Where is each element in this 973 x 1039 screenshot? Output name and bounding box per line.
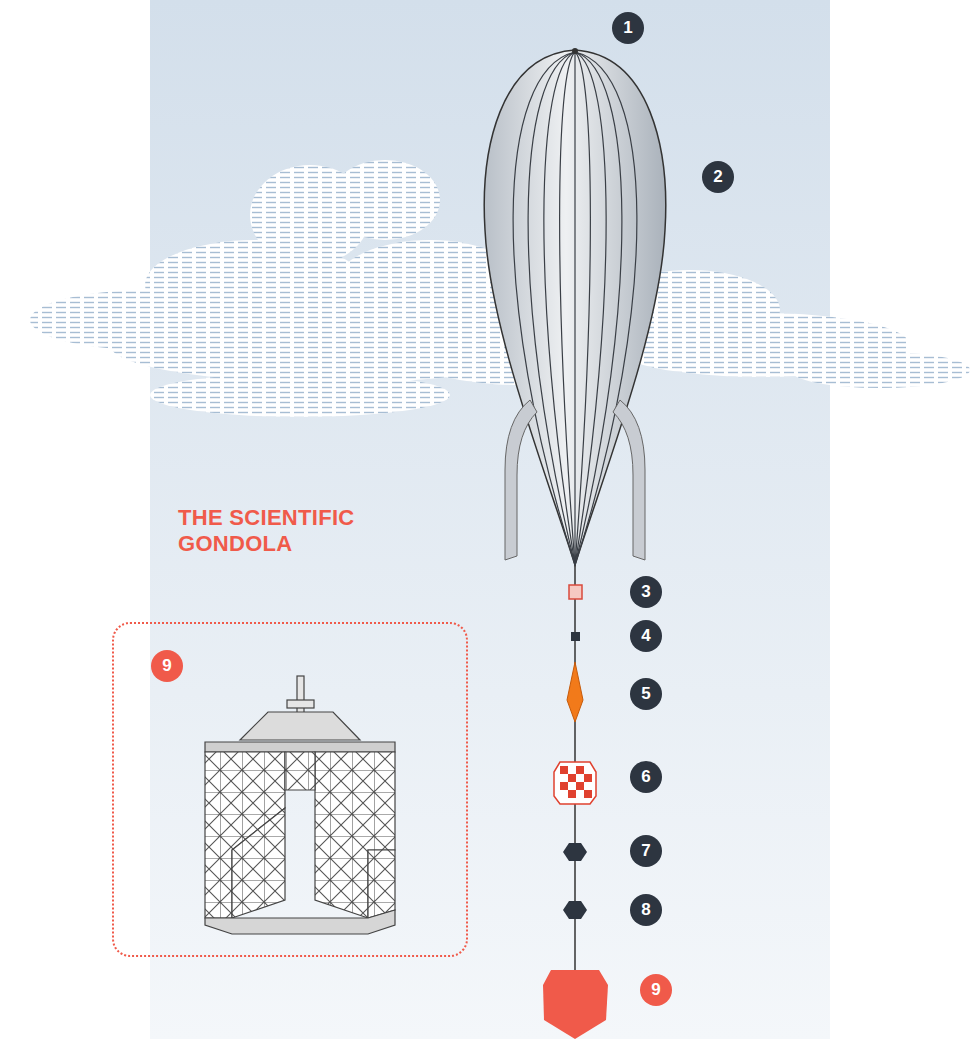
- clouds-part: [150, 373, 450, 417]
- gondola-silhouette: [543, 970, 608, 1039]
- callout-number: 2: [702, 161, 734, 193]
- balloon-envelope: [484, 48, 665, 565]
- gondola-illustration-part: [285, 752, 315, 790]
- balloon-envelope-part-part: [575, 52, 606, 565]
- balloon-envelope-part-part: [575, 52, 622, 565]
- gondola-illustration-part: [205, 910, 395, 934]
- gondola-illustration-part: [205, 742, 395, 752]
- flight-train-part: [571, 632, 580, 641]
- callout-number: 6: [630, 761, 662, 793]
- balloon-envelope-part-part: [544, 52, 575, 565]
- balloon-envelope-part: [572, 48, 578, 54]
- flight-train-part: [567, 662, 583, 722]
- callout-number: 5: [630, 678, 662, 710]
- balloon-envelope-part-part: [560, 52, 575, 565]
- flight-train: [543, 565, 608, 1039]
- gondola-illustration-part: [240, 712, 360, 740]
- gondola-illustration-part: [315, 752, 395, 918]
- checkered-box-part: [576, 766, 584, 774]
- checkered-box-part: [554, 762, 596, 804]
- checkered-box-part: [576, 782, 584, 790]
- balloon-envelope-part: [513, 52, 637, 565]
- clouds-part: [330, 160, 440, 240]
- callout-number: 3: [630, 576, 662, 608]
- balloon-envelope-part-part: [575, 52, 637, 565]
- balloon-ribbons-part: [613, 400, 645, 560]
- inset-heading: THE SCIENTIFIC GONDOLA: [112, 505, 398, 557]
- callout-number: 1: [612, 12, 644, 44]
- callout-number: 9: [151, 650, 183, 682]
- balloon-envelope-part-part: [513, 52, 575, 565]
- balloon-ribbons-part: [505, 400, 537, 560]
- clouds-part: [790, 352, 970, 388]
- checkered-box-part: [584, 774, 592, 782]
- checkered-box: [554, 762, 596, 804]
- checkered-box-part: [568, 790, 576, 798]
- callout-number: 4: [630, 620, 662, 652]
- checkered-box-part: [560, 766, 568, 774]
- gondola-illustration-part: [287, 700, 314, 708]
- gondola-illustration-part: [368, 850, 395, 918]
- callout-number: 8: [630, 894, 662, 926]
- balloon-envelope-part-part: [575, 52, 590, 565]
- balloon-envelope-part: [484, 50, 665, 565]
- balloon-envelope-part-part: [574, 52, 575, 565]
- gondola-illustration-part: [205, 752, 285, 918]
- balloon-envelope-part-part: [528, 52, 575, 565]
- flight-train-part: [569, 585, 582, 599]
- flight-train-part: [563, 843, 587, 861]
- inset-panel: THE SCIENTIFIC GONDOLA: [112, 505, 468, 957]
- callout-number: 7: [630, 835, 662, 867]
- balloon-ribbons: [505, 400, 645, 560]
- gondola-illustration: [205, 676, 395, 934]
- gondola-illustration-part: [232, 808, 285, 918]
- flight-train-part: [563, 901, 587, 919]
- checkered-box-part: [584, 790, 592, 798]
- checkered-box-part: [560, 782, 568, 790]
- callout-number: 9: [640, 974, 672, 1006]
- checkered-box-part: [568, 774, 576, 782]
